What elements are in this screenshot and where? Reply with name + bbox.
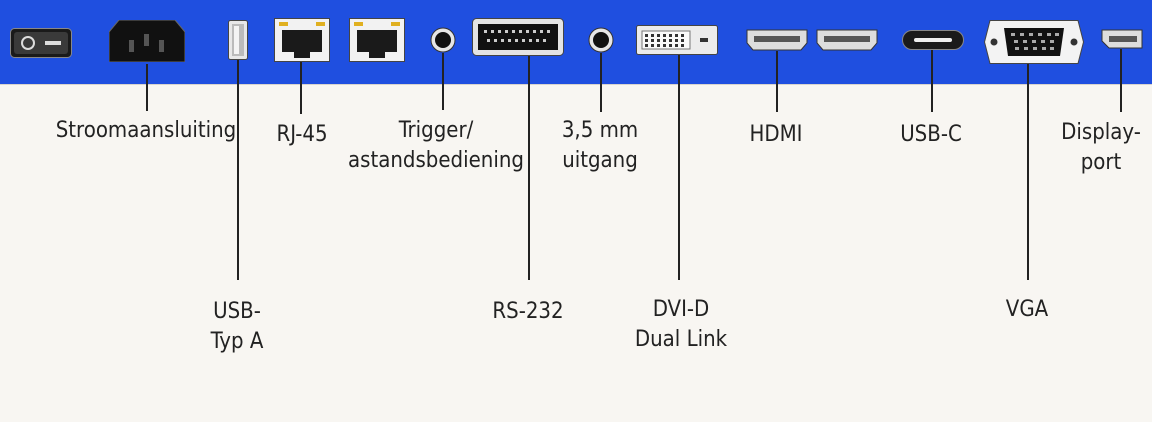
leader-line-displayport [1120,49,1122,112]
rj45-port-icon [274,18,330,62]
label-displayport: Display-port [1061,120,1141,175]
label-hdmi: HDMI [749,122,803,147]
vga-port-icon [984,20,1084,64]
leader-line-dvi [678,55,680,280]
power-connector-icon [109,20,185,62]
leader-line-usb-c [931,50,933,112]
label-trigger: Trigger/astandsbediening [348,118,524,173]
label-rs232: RS-232 [492,299,564,324]
leader-line-rs232 [528,56,530,280]
leader-line-rj45 [300,62,302,114]
usb-a-port-icon [228,20,248,60]
label-vga: VGA [1005,297,1049,322]
hdmi-port-icon [746,29,808,51]
leader-line-trigger [442,53,444,110]
leader-line-usb-a [237,60,239,280]
connector-panel [0,0,1152,84]
audio-jack-icon [588,27,614,53]
usb-c-port-icon [902,30,964,50]
hdmi-port-icon [816,29,878,51]
leader-line-power [146,64,148,111]
dvi-port-icon [636,25,718,55]
label-rj45: RJ-45 [276,122,328,147]
label-power: Stroomaansluiting [55,118,237,143]
displayport-port-icon [1101,29,1143,49]
label-usb-c: USB-C [900,122,962,147]
leader-line-hdmi [776,51,778,112]
label-usb-a: USB-Typ A [210,299,264,354]
power-switch-icon [10,28,72,58]
leader-line-vga [1027,64,1029,280]
rj45-port-icon [349,18,405,62]
trigger-jack-icon [430,27,456,53]
rs232-port-icon [472,18,564,56]
leader-line-audio [600,53,602,112]
